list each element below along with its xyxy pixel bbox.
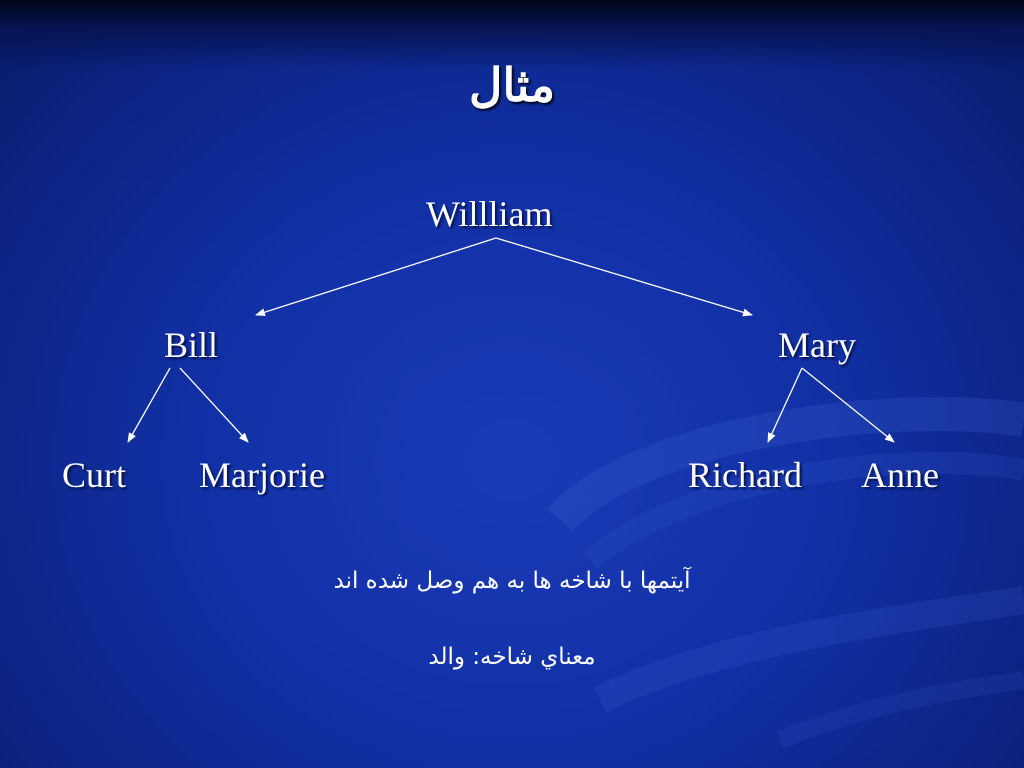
edge-bill-marjorie — [179, 367, 249, 443]
slide-title-text: مثال — [469, 60, 555, 111]
edge-william-mary — [495, 237, 753, 317]
edge-william-bill — [255, 237, 497, 317]
tree-node-richard: Richard — [688, 455, 802, 495]
edge-mary-richard — [767, 367, 803, 443]
tree-node-curt: Curt — [62, 455, 127, 495]
tree-node-marjorie: Marjorie — [199, 455, 325, 495]
caption-branches: آيتمها با شاخه ها به هم وصل شده اند — [333, 568, 691, 594]
tree-node-william: Willliam — [426, 194, 553, 234]
tree-node-bill: Bill — [164, 325, 219, 365]
edge-bill-curt — [127, 367, 171, 443]
edge-mary-anne — [801, 367, 895, 443]
tree-node-anne: Anne — [861, 455, 939, 495]
slide-top-band — [0, 0, 1024, 70]
caption-meaning: معناي شاخه: والد — [428, 644, 596, 670]
tree-node-mary: Mary — [778, 325, 856, 365]
